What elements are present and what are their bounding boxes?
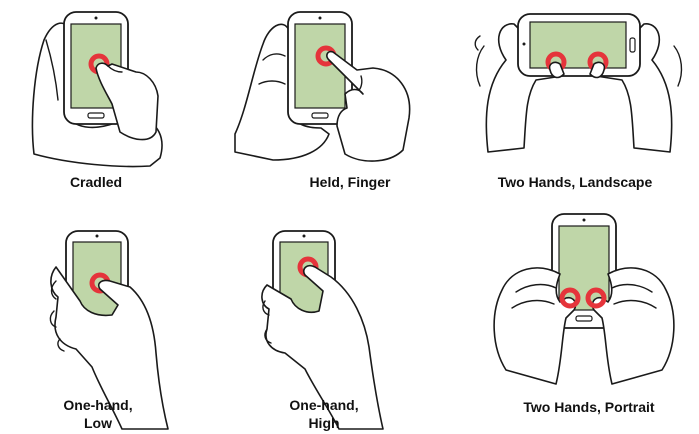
one-hand-high-illustration (261, 230, 384, 430)
caption-two-hands-landscape: Two Hands, Landscape (497, 174, 653, 190)
left-hand (493, 267, 577, 385)
one-hand-low-illustration (49, 230, 169, 430)
cradled-illustration (31, 11, 163, 168)
caption-cradled: Cradled (69, 174, 123, 190)
touch-point-ring-right (585, 287, 607, 309)
holding-hand (50, 266, 169, 430)
caption-one-hand-high: One-hand, High (289, 397, 359, 431)
grip-one-hand-low: One-hand, Low (0, 217, 233, 434)
right-thumb (589, 61, 606, 79)
grip-two-hands-portrait: Two Hands, Portrait (466, 210, 699, 434)
tapping-thumb (95, 62, 159, 141)
left-thumb (548, 61, 565, 79)
two-hands-landscape-illustration (474, 13, 683, 153)
grip-two-hands-landscape: Two Hands, Landscape (466, 0, 699, 200)
held-finger-illustration (234, 11, 411, 162)
phone-screen (529, 21, 627, 69)
caption-held-finger: Held, Finger (309, 174, 391, 190)
two-hands-portrait-illustration (493, 213, 675, 385)
grip-held-finger: Held, Finger (233, 0, 466, 200)
touch-point-ring-left (559, 287, 581, 309)
grip-cradled: Cradled (0, 0, 233, 200)
holding-hand (261, 264, 384, 430)
pointing-hand (326, 50, 411, 162)
grip-one-hand-high: One-hand, High (233, 217, 466, 434)
caption-two-hands-portrait: Two Hands, Portrait (523, 399, 655, 415)
phone-screen (558, 225, 610, 311)
caption-one-hand-low: One-hand, Low (63, 397, 133, 431)
right-hand (591, 267, 675, 385)
